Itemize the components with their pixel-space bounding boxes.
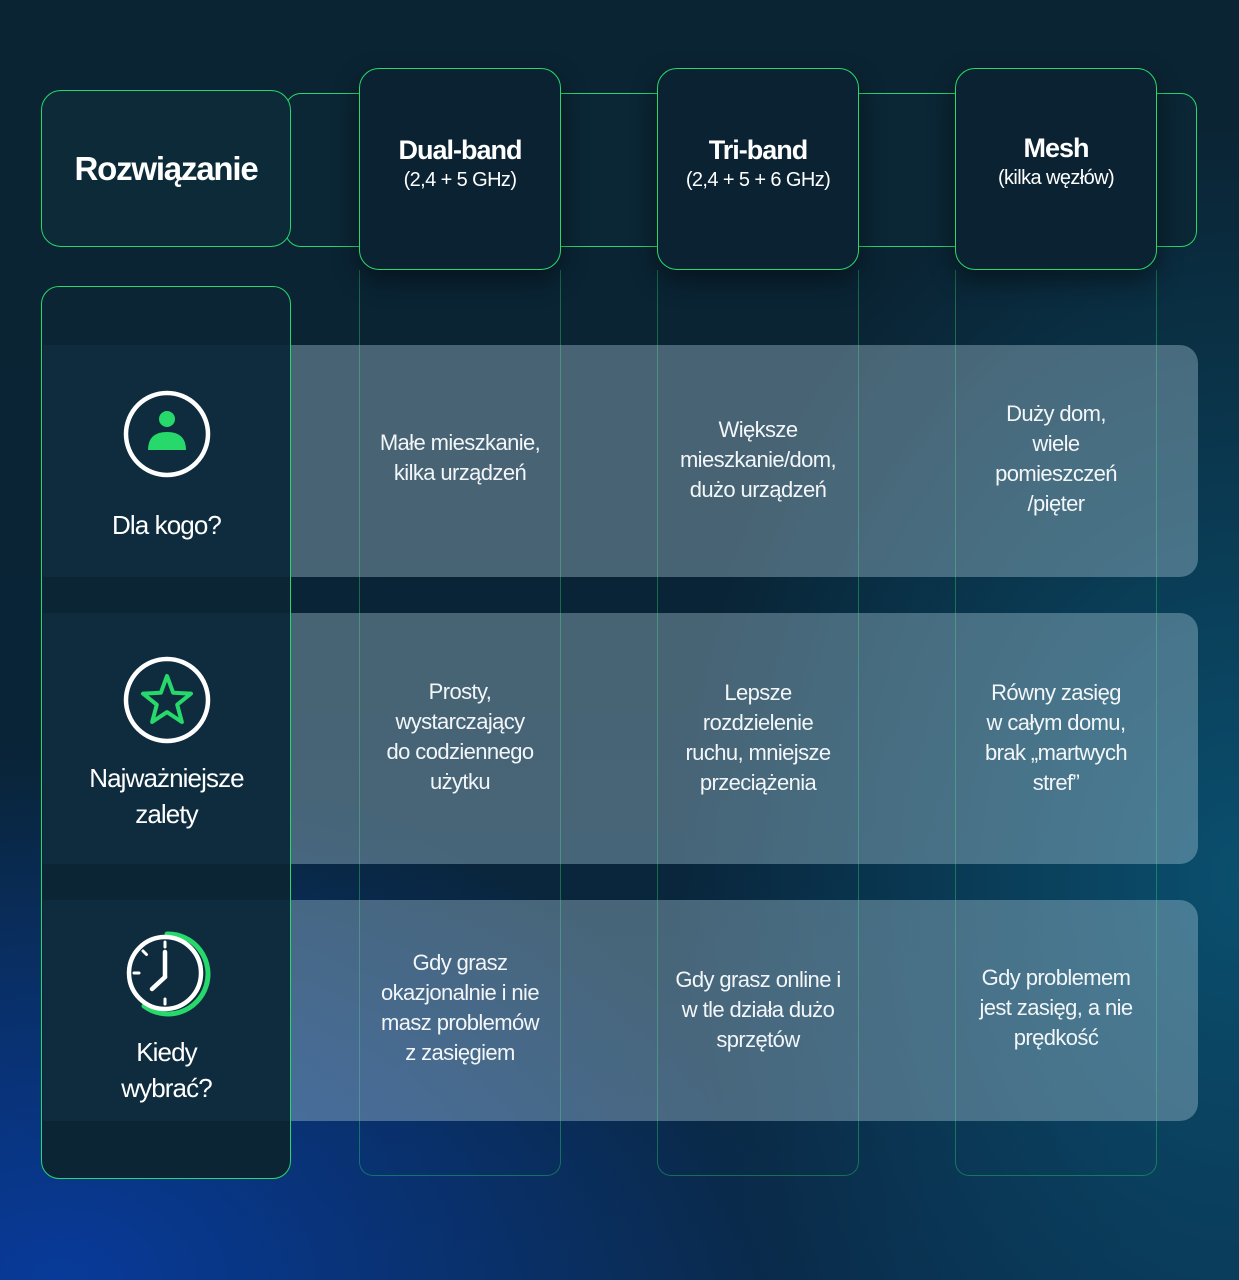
- cell-line: okazjonalnie i nie: [381, 980, 540, 1005]
- row-label-line: Dla kogo?: [112, 510, 222, 540]
- clock-icon: [122, 929, 212, 1024]
- cell-kiedy-mesh: Gdy problemem jest zasięg, a nie prędkoś…: [956, 963, 1156, 1053]
- row-label-cell: [43, 345, 290, 577]
- cell-line: prędkość: [1013, 1025, 1099, 1050]
- cell-line: w tle działa dużo: [681, 997, 835, 1022]
- cell-line: Lepsze: [724, 680, 792, 705]
- row-label-line: wybrać?: [121, 1073, 212, 1103]
- column-outline-tri-band: [657, 270, 859, 1176]
- cell-line: Gdy grasz online i: [675, 967, 841, 992]
- row-band-zalety: [291, 613, 1198, 864]
- cell-kiedy-dual-band: Gdy grasz okazjonalnie i nie masz proble…: [360, 948, 560, 1068]
- cell-line: Małe mieszkanie,: [379, 430, 541, 455]
- cell-line: /pięter: [1027, 491, 1086, 516]
- cell-line: kilka urządzeń: [393, 460, 527, 485]
- cell-line: Duży dom,: [1006, 401, 1106, 426]
- cell-line: Równy zasięg: [991, 680, 1121, 705]
- cell-line: Większe: [718, 417, 799, 442]
- row-label-line: Najważniejsze: [89, 763, 244, 793]
- cell-line: mieszkanie/dom,: [679, 447, 837, 472]
- column-subtitle: (kilka węzłów): [997, 167, 1115, 189]
- cell-line: z zasięgiem: [405, 1040, 515, 1065]
- row-band-dla-kogo: [291, 345, 1198, 577]
- cell-line: wiele: [1032, 431, 1080, 456]
- cell-zalety-tri-band: Lepsze rozdzielenie ruchu, mniejsze prze…: [658, 678, 858, 798]
- column-title: Mesh: [1023, 133, 1089, 163]
- row-label-line: Kiedy: [136, 1037, 197, 1067]
- row-label-kiedy: Kiedy wybrać?: [43, 1034, 290, 1106]
- row-label-dla-kogo: Dla kogo?: [43, 507, 290, 543]
- cell-line: Gdy grasz: [412, 950, 508, 975]
- column-title: Tri-band: [708, 135, 809, 165]
- cell-line: dużo urządzeń: [689, 477, 827, 502]
- cell-zalety-dual-band: Prosty, wystarczający do codziennego uży…: [360, 677, 560, 797]
- cell-line: wystarczający: [395, 709, 525, 734]
- column-outline-mesh: [955, 270, 1157, 1176]
- person-icon: [122, 389, 212, 484]
- cell-line: rozdzielenie: [702, 710, 814, 735]
- cell-line: jest zasięg, a nie: [979, 995, 1133, 1020]
- header-row-title: Rozwiązanie: [74, 149, 258, 187]
- cell-kiedy-tri-band: Gdy grasz online i w tle działa dużo spr…: [658, 965, 858, 1055]
- cell-line: do codziennego: [386, 739, 535, 764]
- cell-line: stref”: [1032, 770, 1080, 795]
- cell-line: Gdy problemem: [981, 965, 1131, 990]
- cell-line: w całym domu,: [986, 710, 1127, 735]
- cell-dla-kogo-dual-band: Małe mieszkanie, kilka urządzeń: [360, 428, 560, 488]
- column-title: Dual-band: [398, 135, 523, 165]
- cell-line: sprzętów: [716, 1027, 800, 1052]
- cell-line: Prosty,: [428, 679, 492, 704]
- cell-line: masz problemów: [381, 1010, 539, 1035]
- cell-line: brak „martwych: [985, 740, 1128, 765]
- row-label-line: zalety: [135, 799, 198, 829]
- column-header-tri-band: Tri-band (2,4 + 5 + 6 GHz): [657, 68, 859, 270]
- row-label-cell: [43, 613, 290, 864]
- column-header-dual-band: Dual-band (2,4 + 5 GHz): [359, 68, 561, 270]
- header-row-title-box: Rozwiązanie: [41, 90, 291, 247]
- cell-line: przeciążenia: [699, 770, 817, 795]
- column-subtitle: (2,4 + 5 GHz): [403, 169, 517, 191]
- cell-dla-kogo-mesh: Duży dom, wiele pomieszczeń /pięter: [956, 399, 1156, 519]
- row-band-kiedy: [291, 900, 1198, 1121]
- cell-line: ruchu, mniejsze: [685, 740, 831, 765]
- row-label-zalety: Najważniejsze zalety: [43, 760, 290, 832]
- cell-zalety-mesh: Równy zasięg w całym domu, brak „martwyc…: [956, 678, 1156, 798]
- column-header-mesh: Mesh (kilka węzłów): [955, 68, 1157, 270]
- star-icon: [122, 655, 212, 750]
- column-outline-dual-band: [359, 270, 561, 1176]
- cell-line: użytku: [430, 769, 491, 794]
- cell-line: pomieszczeń: [995, 461, 1117, 486]
- column-subtitle: (2,4 + 5 + 6 GHz): [685, 169, 831, 191]
- cell-dla-kogo-tri-band: Większe mieszkanie/dom, dużo urządzeń: [658, 415, 858, 505]
